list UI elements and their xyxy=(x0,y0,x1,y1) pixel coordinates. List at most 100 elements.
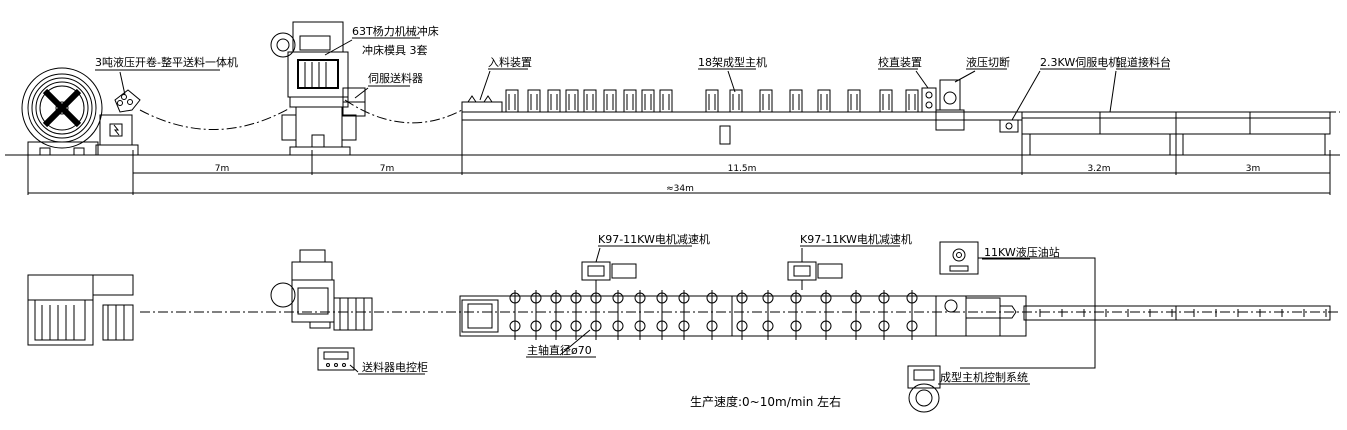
roller-bottom xyxy=(762,320,774,332)
roller-bottom xyxy=(550,320,562,332)
roller-top xyxy=(878,292,890,304)
roll-stand xyxy=(583,89,597,113)
press-tonnage-label: 63T杨力机械冲床 xyxy=(352,24,439,38)
roll-stand xyxy=(847,89,861,113)
roller-bottom xyxy=(656,320,668,332)
forming-machine-label: 18架成型主机 xyxy=(698,55,767,69)
roller-top xyxy=(678,292,690,304)
roller-bottom xyxy=(850,320,862,332)
servo-motor-label: 2.3KW伺服电机 xyxy=(1040,55,1119,69)
roller-bottom xyxy=(530,320,542,332)
roller-top xyxy=(820,292,832,304)
roller-bottom xyxy=(509,320,521,332)
roll-stand xyxy=(789,89,803,113)
cutter-top xyxy=(935,295,1017,337)
dim-3-2m: 3.2m xyxy=(1087,164,1110,174)
roller-top xyxy=(634,292,646,304)
decoiler-label: 3吨液压开卷-整平送料一体机 xyxy=(95,55,238,69)
roll-stand xyxy=(623,89,637,113)
runout-table-top xyxy=(1023,305,1331,321)
roll-stand xyxy=(505,89,519,113)
roll-stand xyxy=(817,89,831,113)
roll-stands xyxy=(505,89,919,113)
roller-bottom xyxy=(678,320,690,332)
top-view xyxy=(27,241,1340,413)
dimension-lines xyxy=(27,150,1331,195)
roll-stand xyxy=(527,89,541,113)
roller-top xyxy=(612,292,624,304)
press-top xyxy=(270,249,373,331)
control-system-label: 成型主机控制系统 xyxy=(940,370,1028,384)
leader-lines xyxy=(95,37,1170,121)
hydraulic-cut-label: 液压切断 xyxy=(966,55,1010,69)
dim-11-5m: 11.5m xyxy=(728,164,757,174)
top-view-labels: K97-11KW电机减速机 K97-11KW电机减速机 11KW液压油站 送料器… xyxy=(362,232,1060,409)
roll-stand xyxy=(879,89,893,113)
roll-stand xyxy=(905,89,919,113)
roller-bottom xyxy=(906,320,918,332)
roller-bottom xyxy=(706,320,718,332)
roll-stand xyxy=(729,89,743,113)
dim-7m-2: 7m xyxy=(380,164,395,174)
decoiler-top xyxy=(27,274,134,346)
hydraulic-station xyxy=(939,241,1096,369)
roller-bottom xyxy=(590,320,602,332)
reducer-1 xyxy=(581,261,637,290)
hydraulic-station-label: 11KW液压油站 xyxy=(984,245,1060,259)
roll-stand xyxy=(705,89,719,113)
straightener-label: 校直装置 xyxy=(878,55,922,69)
side-view-labels: 3吨液压开卷-整平送料一体机 63T杨力机械冲床 冲床模具 3套 伺服送料器 入… xyxy=(95,24,1260,194)
roller-top xyxy=(590,292,602,304)
roller-top xyxy=(530,292,542,304)
control-system xyxy=(907,365,941,413)
decoiler xyxy=(21,67,103,156)
roller-top xyxy=(850,292,862,304)
roll-stand xyxy=(641,89,655,113)
roller-shafts xyxy=(509,290,918,340)
roller-bottom xyxy=(878,320,890,332)
roll-stand xyxy=(603,89,617,113)
roller-bottom xyxy=(612,320,624,332)
speed-label: 生产速度:0~10m/min 左右 xyxy=(690,394,841,409)
press-die-label: 冲床模具 3套 xyxy=(362,43,428,57)
servo-motor xyxy=(999,119,1019,133)
dim-3m: 3m xyxy=(1246,164,1261,174)
runout-table xyxy=(1021,111,1331,155)
roll-stand xyxy=(547,89,561,113)
roller-top xyxy=(706,292,718,304)
straightener xyxy=(921,87,937,113)
servo-feeder-label: 伺服送料器 xyxy=(368,71,423,85)
roller-top xyxy=(762,292,774,304)
roller-top xyxy=(550,292,562,304)
reducer-2 xyxy=(787,261,843,290)
dim-total: ≈34m xyxy=(666,184,694,194)
roller-top xyxy=(790,292,802,304)
forming-machine-top xyxy=(459,295,1027,337)
reducer-2-label: K97-11KW电机减速机 xyxy=(800,232,912,246)
roller-bottom xyxy=(634,320,646,332)
runout-rollers xyxy=(1039,309,1327,317)
top-leader-lines xyxy=(349,245,1030,385)
roller-top xyxy=(736,292,748,304)
strip-path xyxy=(139,99,1340,130)
roller-bottom xyxy=(790,320,802,332)
roller-top xyxy=(509,292,521,304)
roller-top xyxy=(570,292,582,304)
runout-table-label: 辊道接料台 xyxy=(1116,55,1171,69)
shaft-diameter-label: 主轴直径ø70 xyxy=(527,343,592,357)
roll-stand xyxy=(659,89,673,113)
roller-bottom xyxy=(820,320,832,332)
roll-stand xyxy=(565,89,579,113)
leveler xyxy=(95,89,141,156)
dim-7m-1: 7m xyxy=(215,164,230,174)
roll-stand xyxy=(759,89,773,113)
roller-top xyxy=(656,292,668,304)
roller-bottom xyxy=(570,320,582,332)
feeding-device-label: 入料装置 xyxy=(488,55,532,69)
feeder-cabinet-label: 送料器电控柜 xyxy=(362,360,428,374)
feeder-cabinet xyxy=(317,347,355,371)
roller-top xyxy=(906,292,918,304)
side-view xyxy=(5,21,1340,195)
reducer-1-label: K97-11KW电机减速机 xyxy=(598,232,710,246)
